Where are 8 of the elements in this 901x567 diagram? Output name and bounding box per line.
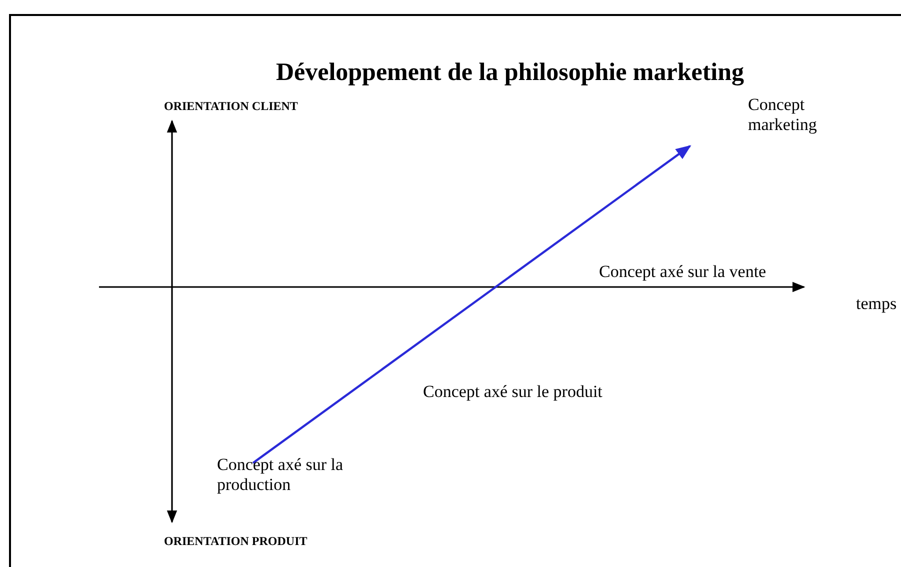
axis-label: ORIENTATION PRODUIT (164, 534, 308, 548)
stage-label: Concept axé sur le produit (423, 382, 602, 402)
stage-label: Concept axé sur la production (217, 455, 344, 495)
axis-label: temps (856, 294, 897, 314)
axis-label: ORIENTATION CLIENT (164, 99, 298, 113)
stage-label: Concept axé sur la vente (599, 262, 766, 282)
title: Développement de la philosophie marketing (274, 58, 746, 88)
stage-label: Concept marketing (748, 95, 818, 135)
